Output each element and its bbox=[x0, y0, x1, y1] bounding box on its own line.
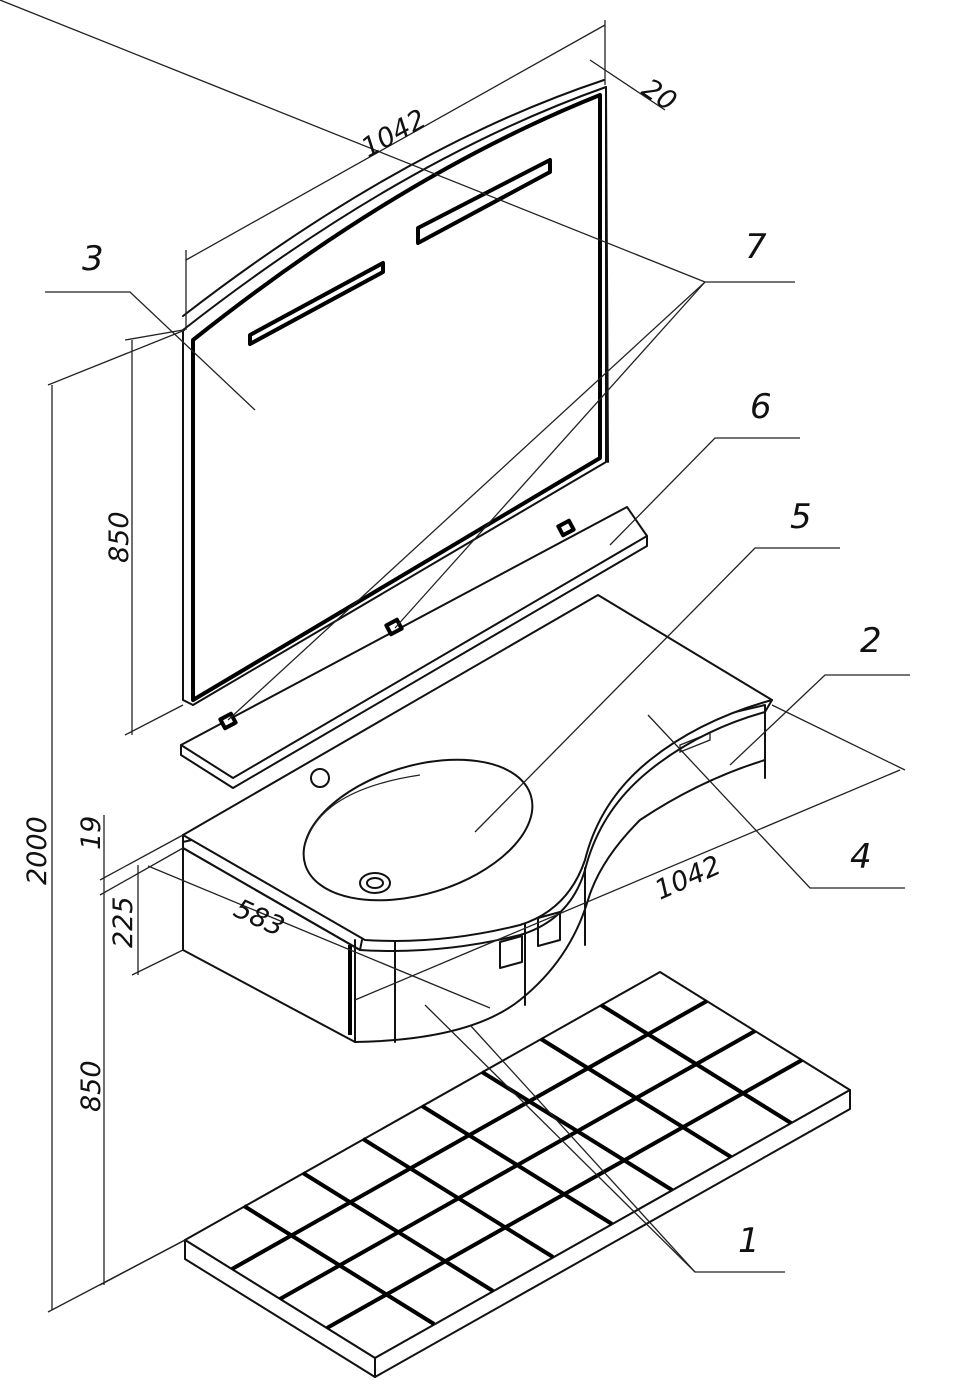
glass-shelf bbox=[180, 506, 648, 789]
callout-1: 1 bbox=[738, 1221, 760, 1261]
callout-4: 4 bbox=[850, 837, 872, 877]
dim-total-height: 2000 bbox=[22, 816, 53, 885]
dim-floor-height: 850 bbox=[76, 1060, 107, 1112]
callout-7: 7 bbox=[745, 227, 767, 267]
dim-cabinet-width: 1042 bbox=[650, 850, 725, 906]
dim-mirror-width: 1042 bbox=[356, 104, 431, 164]
callout-2: 2 bbox=[860, 621, 882, 661]
callout-6: 6 bbox=[750, 387, 772, 427]
mirror bbox=[182, 79, 609, 706]
dim-mirror-depth: 20 bbox=[636, 73, 682, 118]
dim-mirror-height: 850 bbox=[104, 511, 135, 563]
callout-5: 5 bbox=[790, 497, 812, 537]
callout-3: 3 bbox=[82, 239, 104, 279]
shelf-brackets bbox=[218, 518, 576, 731]
dimension-lines bbox=[47, 20, 906, 1313]
dim-top-thickness: 19 bbox=[76, 816, 107, 850]
washbasin bbox=[302, 758, 534, 902]
leader-lines bbox=[0, 0, 910, 1273]
dim-cabinet-height: 225 bbox=[108, 896, 139, 948]
floor-tiles bbox=[184, 971, 851, 1378]
